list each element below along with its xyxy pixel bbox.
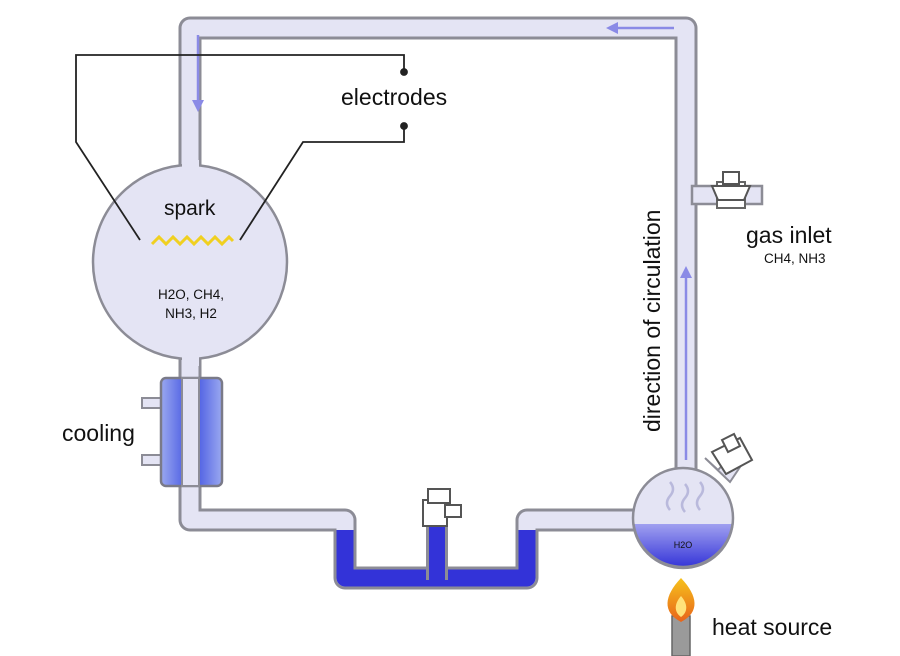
heat-source (667, 578, 695, 656)
boiling-water (633, 524, 733, 567)
electrode-wires (75, 54, 408, 241)
gas-inlet-label: gas inlet (746, 222, 832, 248)
flow-arrows (192, 22, 692, 460)
gas-inlet-composition: CH4, NH3 (764, 251, 826, 266)
electrodes-label: electrodes (341, 84, 447, 110)
flask-contents-line1: H2O, CH4, (158, 287, 224, 302)
water-label: H2O (674, 540, 693, 550)
heat-source-label: heat source (712, 614, 832, 640)
boiling-flask-stopper (710, 432, 754, 476)
direction-of-circulation-label: direction of circulation (639, 210, 665, 432)
steam-squiggles (665, 481, 705, 513)
spark-zigzag (150, 234, 235, 247)
flask-contents-line2: NH3, H2 (165, 306, 217, 321)
cooling-jacket (141, 376, 224, 488)
trap-riser-water (429, 520, 445, 580)
spark-flask (91, 160, 289, 366)
cooling-label: cooling (62, 420, 135, 446)
boiling-flask (631, 432, 754, 570)
gas-inlet-valve (690, 171, 764, 209)
trap-valve (422, 488, 462, 527)
spark-label: spark (164, 197, 216, 220)
